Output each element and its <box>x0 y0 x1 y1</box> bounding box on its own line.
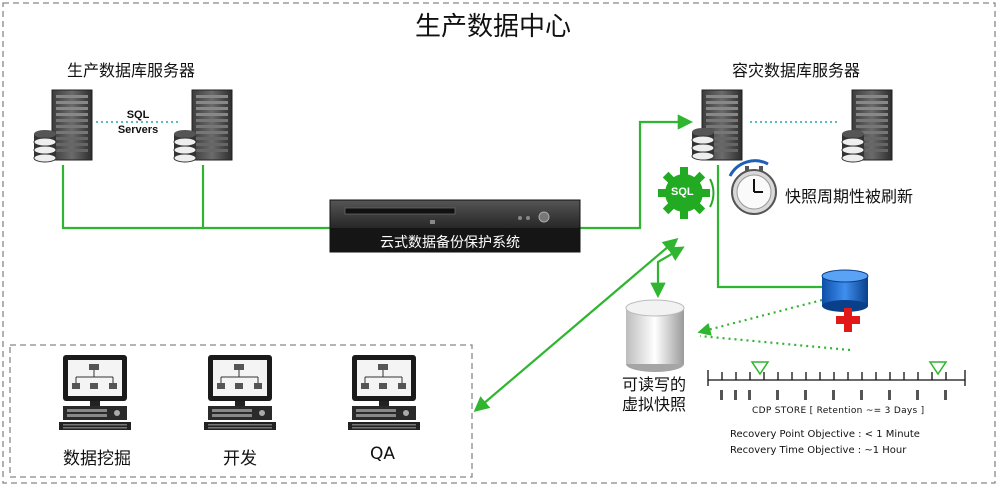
prod-disk-right <box>173 129 197 163</box>
virtual-snapshot-line2: 虚拟快照 <box>622 395 687 414</box>
sql-to-virtual-line <box>650 246 685 299</box>
sql-servers-line2: Servers <box>117 124 159 136</box>
connection-lines <box>61 114 822 412</box>
dr-to-blue-db-line <box>716 165 822 289</box>
dr-disk-left <box>691 127 715 161</box>
cdp-database-icon <box>821 269 869 312</box>
appliance-label: 云式数据备份保护系统 <box>380 235 520 251</box>
cdp-tick-labels <box>720 390 947 400</box>
prod-server-label: 生产数据库服务器 <box>67 61 196 80</box>
cdp-markers <box>750 361 948 376</box>
page-title: 生产数据中心 <box>415 12 572 42</box>
prod-server-left <box>51 89 93 161</box>
sql-gear-icon <box>658 167 715 219</box>
virtual-snapshot-db-icon <box>625 299 685 372</box>
dotted-lines <box>697 298 851 352</box>
sql-badge-label: SQL <box>671 186 694 198</box>
virtual-to-workstations-line <box>473 238 679 412</box>
workstation-qa <box>347 354 421 431</box>
prod-server-right <box>191 89 233 161</box>
cdp-to-virtual-line <box>699 334 851 352</box>
workstations-box <box>9 344 473 478</box>
workstation-data-mining <box>58 354 132 431</box>
workstation-label-qa: QA <box>370 444 396 464</box>
backup-appliance <box>329 199 581 253</box>
cdp-store-label: CDP STORE [ Retention ~= 3 Days ] <box>752 406 925 416</box>
rto-label: Recovery Time Objective : ~1 Hour <box>730 445 907 456</box>
cdp-timeline <box>707 370 966 386</box>
appliance-to-dr-line <box>580 114 694 230</box>
virtual-snapshot-line1: 可读写的 <box>622 375 687 394</box>
sql-servers-line1: SQL <box>126 109 150 121</box>
blue-db-to-virtual-line <box>697 298 823 336</box>
dr-server-label: 容灾数据库服务器 <box>732 61 861 80</box>
clock-icon <box>728 159 777 215</box>
workstation-dev <box>203 354 277 431</box>
prod-disk-left <box>33 129 57 163</box>
red-plus-icon <box>836 308 860 332</box>
rpo-label: Recovery Point Objective : < 1 Minute <box>730 429 920 440</box>
sql-servers-label: SQL Servers <box>115 108 161 138</box>
dr-disk-right <box>841 129 865 163</box>
snapshot-refresh-label: 快照周期性被刷新 <box>785 187 914 206</box>
virtual-snapshot-label: 可读写的 虚拟快照 <box>622 375 686 415</box>
workstation-label-dev: 开发 <box>223 449 257 469</box>
workstation-label-data-mining: 数据挖掘 <box>63 449 131 469</box>
prod-to-appliance-line <box>61 165 330 230</box>
